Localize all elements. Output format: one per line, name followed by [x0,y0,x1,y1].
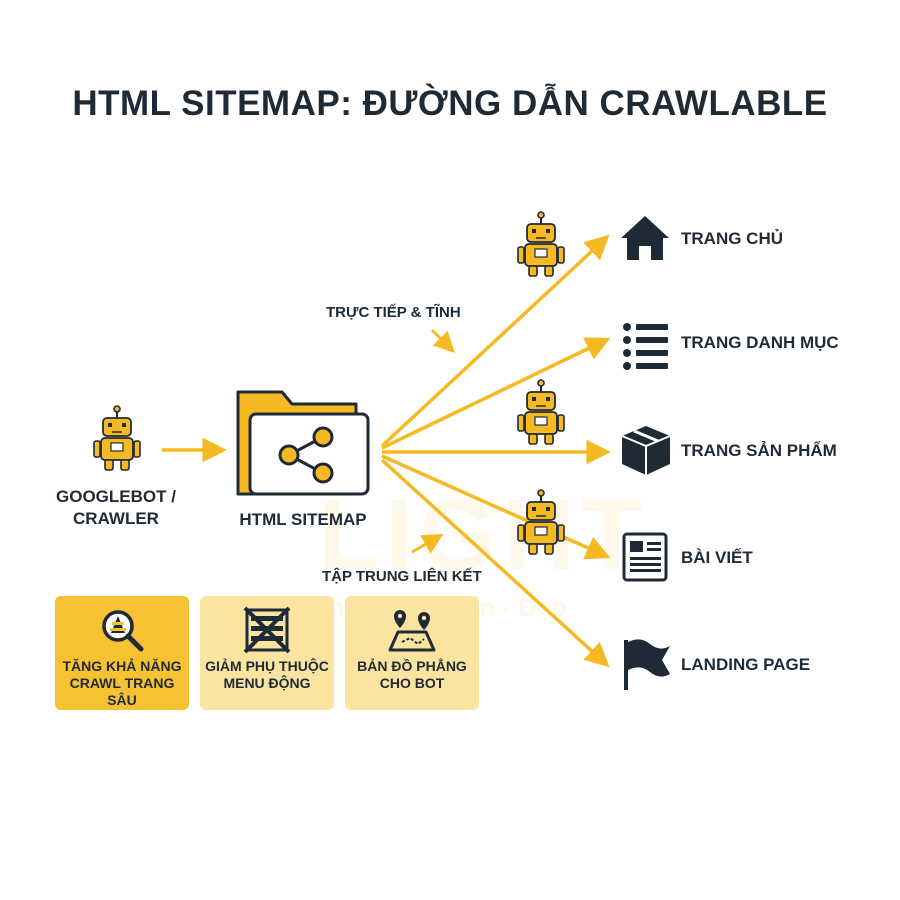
arrow-article [381,454,611,560]
arrow-landing [380,458,610,668]
no-menu-icon [243,606,291,654]
benefit-line2: CHO BOT [379,675,445,691]
annotation-focus: TẬP TRUNG LIÊN KẾT [322,568,482,585]
list-icon [623,323,668,370]
benefit-line1: TĂNG KHẢ NĂNG [62,658,182,674]
benefit-line2: MENU ĐỘNG [223,675,311,691]
benefit-card-menu: GIẢM PHỤ THUỘC MENU ĐỘNG [200,596,334,710]
annotation-arrow-direct [430,328,455,353]
crawler-robot-icon [93,405,141,471]
robot-icon-home [517,211,565,277]
benefit-card-flat-map: BẢN ĐỒ PHẲNG CHO BOT [345,596,479,710]
box-icon [621,426,671,475]
sitemap-label: HTML SITEMAP [239,510,367,529]
target-label-home: TRANG CHỦ [681,229,783,248]
target-label-category: TRANG DANH MỤC [681,333,839,352]
benefit-card-deep-crawl: TĂNG KHẢ NĂNG CRAWL TRANG SÂU [55,596,189,710]
benefit-line1: BẢN ĐỒ PHẲNG [357,658,467,674]
crawler-label-line1: GOOGLEBOT / [56,487,176,506]
annotation-direct: TRỰC TIẾP & TĨNH [326,304,461,321]
folder-share-icon [236,390,370,496]
arrow-category [381,337,611,450]
home-icon [621,216,669,260]
target-label-product: TRANG SẢN PHẨM [681,441,837,460]
crawler-label: GOOGLEBOT / CRAWLER [52,486,180,530]
annotation-arrow-focus [411,533,444,554]
crawler-label-line2: CRAWLER [73,509,159,528]
page-title: HTML SITEMAP: ĐƯỜNG DẪN CRAWLABLE [72,84,828,123]
benefit-line1: GIẢM PHỤ THUỘC [205,658,329,674]
benefit-line2: CRAWL TRANG SÂU [69,675,175,708]
target-label-landing: LANDING PAGE [681,655,811,674]
robot-icon-product [517,379,565,445]
article-icon [622,532,668,582]
watermark-brand: LIGHT [318,479,648,591]
map-pins-icon [388,610,436,652]
magnify-cone-icon [102,610,144,652]
arrow-home [380,234,610,448]
target-label-article: BÀI VIẾT [681,548,753,567]
robot-icon-article [517,489,565,555]
sitemap-arrows [380,234,611,668]
flag-icon [624,639,670,690]
